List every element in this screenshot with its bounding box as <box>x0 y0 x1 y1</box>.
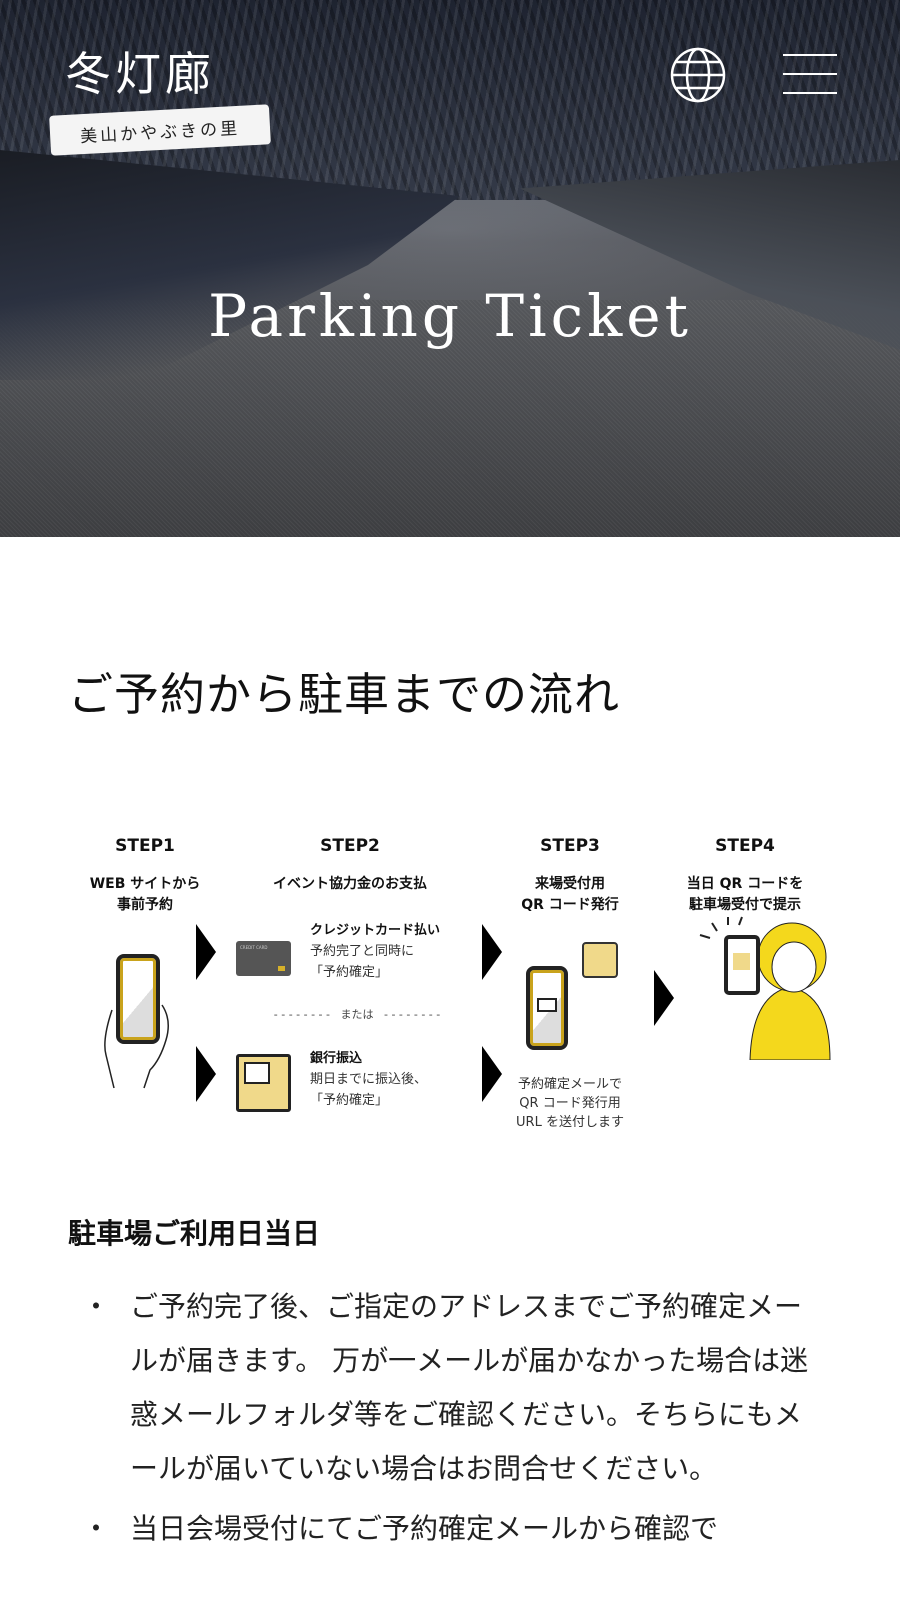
credit-card-icon: CREDIT CARD <box>236 941 291 976</box>
or-divider: - - - - - - - - または - - - - - - - - <box>273 1008 441 1021</box>
page-heading: ご予約から駐車までの流れ <box>68 668 621 721</box>
step-desc: イベント協力金のお支払 <box>273 876 427 892</box>
step4: STEP4 当日 QR コードを駐車場受付で提示 <box>670 836 820 916</box>
hero-title: Parking Ticket <box>208 282 692 350</box>
arrow-icon <box>196 924 216 980</box>
step1: STEP1 WEB サイトから事前予約 <box>70 836 220 916</box>
arrow-icon <box>196 1046 216 1102</box>
arrow-icon <box>654 970 674 1026</box>
hand-icon <box>104 1004 169 1089</box>
globe-icon[interactable] <box>670 47 726 103</box>
qr-code-icon <box>582 942 618 978</box>
step2: STEP2 イベント協力金のお支払 <box>250 836 450 895</box>
step-label: STEP1 <box>115 836 175 856</box>
step-desc: 当日 QR コードを駐車場受付で提示 <box>686 876 804 913</box>
logo-ribbon: 美山かやぶきの里 <box>49 104 271 156</box>
hero-banner: 冬灯廊 美山かやぶきの里 Parking Ticket <box>0 0 900 537</box>
step-desc: WEB サイトから事前予約 <box>89 876 201 913</box>
hamburger-menu-button[interactable] <box>783 54 837 94</box>
person-showing-phone-illustration <box>699 916 831 1060</box>
reservation-flow-diagram: STEP1 WEB サイトから事前予約 STEP2 イベント協力金のお支払 CR… <box>70 820 840 1140</box>
smartphone-mail-icon <box>526 966 568 1050</box>
section-subheading: 駐車場ご利用日当日 <box>68 1217 321 1250</box>
step-label: STEP3 <box>540 836 600 856</box>
site-logo[interactable]: 冬灯廊 美山かやぶきの里 <box>40 38 280 158</box>
arrow-icon <box>482 924 502 980</box>
list-item: ・当日会場受付にてご予約確定メールから確認で <box>82 1512 719 1545</box>
smartphone-icon <box>116 954 160 1044</box>
logo-main-text: 冬灯廊 <box>65 47 215 101</box>
list-item: ・ご予約完了後、ご指定のアドレスまでご予約確定メールが届きます。 万が一メールが… <box>82 1290 809 1485</box>
bank-transfer-text: 銀行振込期日までに振込後、「予約確定」 <box>310 1051 428 1108</box>
instruction-list: ・ご予約完了後、ご指定のアドレスまでご予約確定メールが届きます。 万が一メールが… <box>68 1280 828 1556</box>
step-label: STEP2 <box>320 836 380 856</box>
step-label: STEP4 <box>715 836 775 856</box>
atm-icon <box>236 1054 291 1112</box>
credit-card-text: クレジットカード払い予約完了と同時に「予約確定」 <box>310 923 441 980</box>
arrow-icon <box>482 1046 502 1102</box>
